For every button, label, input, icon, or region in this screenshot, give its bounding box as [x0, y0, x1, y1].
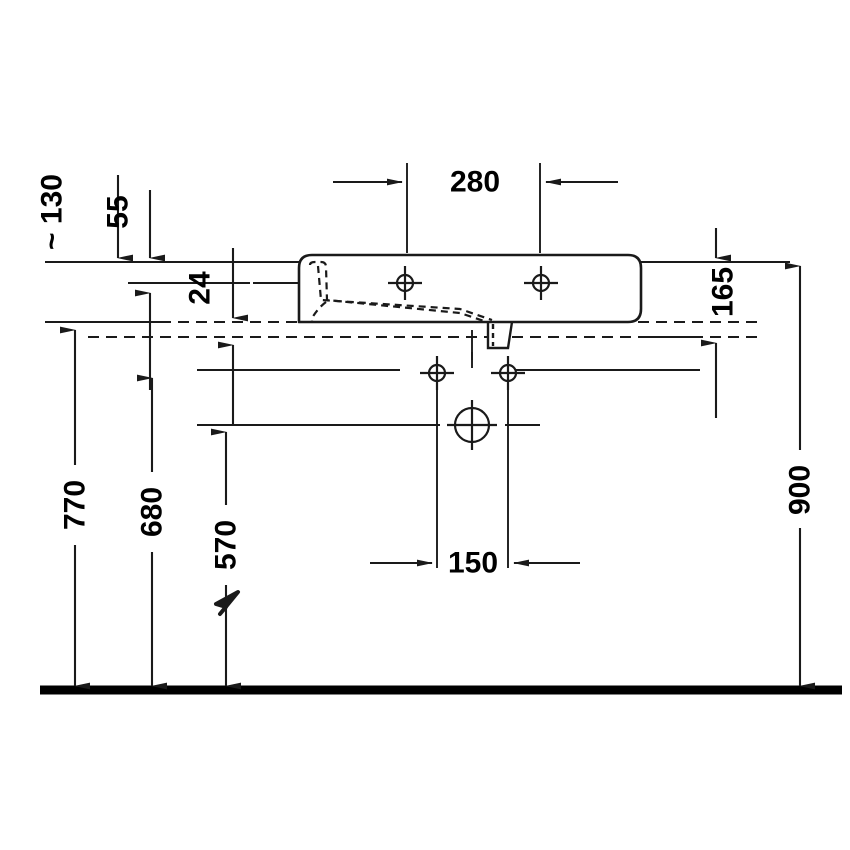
- dimension-24: 24: [184, 248, 248, 425]
- dimension-570-label: 570: [210, 520, 243, 570]
- reference-lines: [45, 261, 790, 426]
- dimension-770: 770: [59, 326, 92, 690]
- tap-hole-left-marker: [388, 266, 422, 300]
- dimension-900: 900: [784, 262, 817, 690]
- feature-markers: [388, 266, 558, 450]
- dimension-165: 165: [701, 228, 740, 418]
- dimension-900-label: 900: [784, 465, 817, 515]
- dimension-570-leader-arrow: [214, 590, 240, 616]
- washbasin-outline: [297, 253, 643, 324]
- dimension-55-label: 55: [102, 195, 135, 228]
- dimension-150-label: 150: [448, 547, 498, 580]
- basin-inner-profile-hidden: [308, 260, 493, 324]
- dimension-24-label: 24: [184, 271, 217, 305]
- supply-connection-left-marker: [420, 356, 454, 390]
- reference-lines-dashed: [88, 321, 760, 338]
- supply-connection-right-marker: [491, 356, 525, 390]
- dimension-280: 280: [333, 166, 618, 199]
- dimension-130-label: ~ 130: [36, 174, 69, 250]
- dimension-280-label: 280: [450, 166, 500, 199]
- dimension-570: 570: [210, 428, 243, 690]
- dimension-680: 680: [136, 374, 169, 690]
- waste-trap-outline: [486, 321, 514, 350]
- dimension-770-label: 770: [59, 480, 92, 530]
- dimension-150: 150: [370, 547, 580, 580]
- waste-outlet-marker: [447, 400, 497, 450]
- extension-lines: [406, 163, 541, 568]
- dimension-680-label: 680: [136, 487, 169, 537]
- dimension-55: 55: [102, 190, 165, 390]
- dimension-165-label: 165: [707, 267, 740, 317]
- dimension-130: ~ 130: [36, 174, 133, 262]
- tap-hole-right-marker: [524, 266, 558, 300]
